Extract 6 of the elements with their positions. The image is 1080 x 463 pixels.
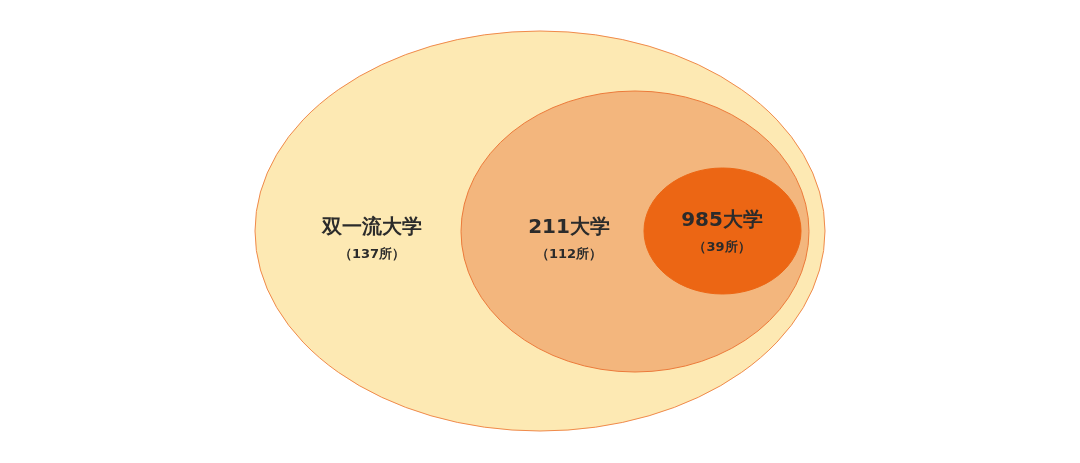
set-title: 双一流大学 — [322, 213, 422, 239]
set-title: 211大学 — [528, 213, 610, 239]
set-count: （137所） — [338, 245, 406, 263]
set-count: （39所） — [693, 238, 751, 256]
set-count: （112所） — [535, 245, 603, 263]
set-title: 985大学 — [681, 206, 763, 232]
